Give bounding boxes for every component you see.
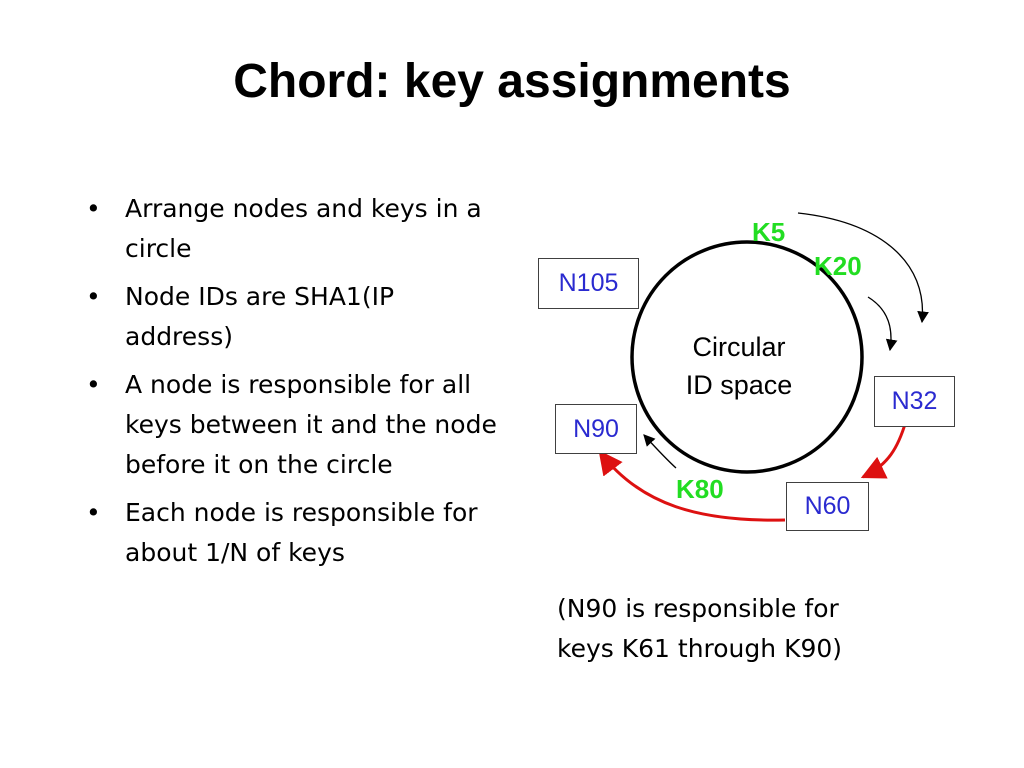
bullet-marker: • (86, 498, 101, 527)
bullet-item: • Arrange nodes and keys in a circle (86, 189, 506, 269)
bullet-marker: • (86, 370, 101, 399)
key-k20: K20 (814, 251, 862, 281)
bullet-text: Each node is responsible for about 1/N o… (125, 498, 478, 567)
id-space-circle (630, 240, 864, 474)
caption-line: keys K61 through K90) (557, 634, 843, 663)
node-n32: N32 (874, 376, 955, 427)
bullet-list: • Arrange nodes and keys in a circle • N… (86, 189, 506, 581)
bullet-marker: • (86, 282, 101, 311)
key-k80: K80 (676, 474, 724, 504)
bullet-marker: • (86, 194, 101, 223)
k5-to-n32-arrow (797, 212, 929, 324)
k80-to-n90-arrow (643, 434, 677, 469)
node-n60: N60 (786, 482, 869, 531)
bullet-text: A node is responsible for all keys betwe… (125, 370, 497, 479)
bullet-text: Arrange nodes and keys in a circle (125, 194, 482, 263)
bullet-item: • A node is responsible for all keys bet… (86, 365, 506, 485)
k20-to-n32-arrow (867, 296, 898, 352)
slide-title: Chord: key assignments (233, 55, 791, 108)
circle-label-line: Circular (692, 332, 786, 362)
caption-line: (N90 is responsible for (557, 594, 839, 623)
node-n90: N90 (555, 404, 637, 454)
n60-to-n90-arrow (598, 450, 786, 522)
bullet-text: Node IDs are SHA1(IP address) (125, 282, 395, 351)
node-n105: N105 (538, 258, 639, 309)
bullet-item: • Node IDs are SHA1(IP address) (86, 277, 506, 357)
key-k5: K5 (752, 217, 786, 247)
caption: (N90 is responsible for keys K61 through… (557, 589, 977, 669)
circle-label-line: ID space (685, 370, 793, 400)
circle-label: Circular ID space (660, 328, 818, 404)
bullet-item: • Each node is responsible for about 1/N… (86, 493, 506, 573)
n32-to-n60-arrow (860, 420, 908, 479)
